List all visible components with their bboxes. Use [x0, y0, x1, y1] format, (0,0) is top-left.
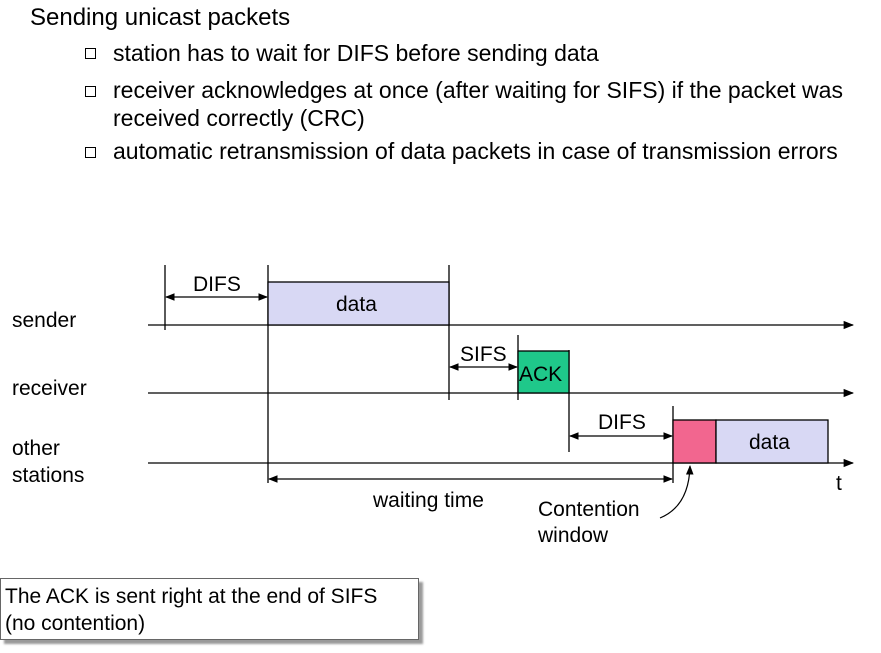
bullet-square-icon — [85, 86, 96, 97]
data-label: data — [336, 293, 377, 316]
difs-label: DIFS — [598, 411, 646, 434]
bullet-text: receiver acknowledges at once (after wai… — [113, 77, 843, 131]
page-title: Sending unicast packets — [30, 4, 291, 31]
note-box: The ACK is sent right at the end of SIFS… — [0, 578, 419, 640]
contention-window-box — [672, 419, 717, 464]
data-box-other — [715, 419, 829, 464]
data-box-sender — [267, 281, 450, 326]
bullet-text: station has to wait for DIFS before send… — [113, 40, 599, 66]
bullet-square-icon — [85, 48, 96, 59]
row-label-receiver: receiver — [12, 377, 87, 400]
ack-box — [517, 350, 570, 394]
row-label-sender: sender — [12, 309, 77, 332]
note-text: (no contention) — [5, 612, 146, 635]
contention-pointer-arrow — [659, 465, 694, 519]
contention-window-label: window — [538, 524, 609, 547]
difs-label: DIFS — [193, 273, 241, 296]
note-text: The ACK is sent right at the end of SIFS — [5, 585, 378, 608]
waiting-time-label: waiting time — [373, 489, 484, 512]
contention-window-label: Contention — [538, 498, 640, 521]
data-label: data — [749, 431, 790, 454]
bullet-text: automatic retransmission of data packets… — [113, 138, 838, 164]
row-label-other: other — [12, 437, 60, 460]
ack-label: ACK — [519, 363, 563, 386]
bullet-square-icon — [85, 147, 96, 158]
row-label-stations: stations — [12, 464, 85, 487]
time-axis-label: t — [836, 472, 842, 495]
sifs-label: SIFS — [460, 343, 507, 366]
